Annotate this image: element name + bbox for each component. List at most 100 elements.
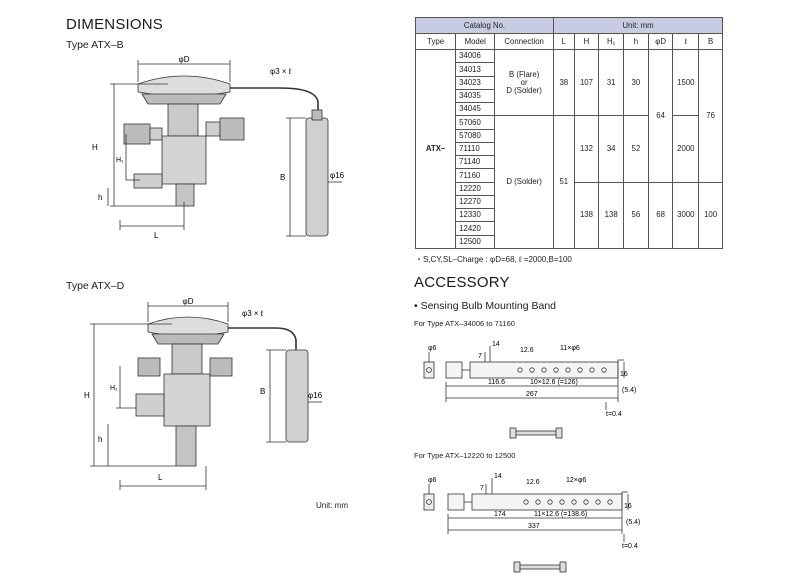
model-cell: 12270 [455, 194, 496, 210]
valve-atx-b-drawing: φD φ3 × ℓ H H₁ h L B φ16 [92, 55, 345, 240]
phi3l-label: φ3 × ℓ [270, 67, 292, 76]
type-col-header: Type [414, 33, 457, 50]
connection-line: B (Flare) [508, 69, 540, 79]
accessory-item: • Sensing Bulb Mounting Band [414, 300, 557, 312]
unit-header: Unit: mm [553, 17, 723, 34]
L-cell: 38 [553, 48, 575, 117]
band1-for-label: For Type ATX–34006 to 71160 [414, 319, 515, 328]
l-cell: 3000 [672, 181, 700, 250]
t-label: t=0.4 [606, 411, 622, 418]
H-label: H [92, 143, 98, 152]
connection-flare-cell: B (Flare) or D (Solder) [494, 48, 554, 117]
B-col-header: B [698, 33, 723, 50]
d174-label: 174 [494, 511, 506, 518]
model-cell: 12220 [455, 181, 496, 196]
L-label: L [154, 231, 159, 240]
d7-label: 7 [480, 485, 484, 492]
connection-line: or [520, 77, 528, 87]
catalog-footnote: ・S,CY,SL–Charge : φD=68, ℓ =2000,B=100 [415, 255, 572, 264]
model-cell: 71110 [455, 141, 496, 157]
l-cell: 2000 [672, 115, 700, 183]
model-cell: 34023 [455, 75, 496, 90]
connection-line: D (Solder) [506, 85, 542, 95]
type-atx-d-label: Type ATX–D [66, 280, 125, 292]
catalog-no-header: Catalog No. [415, 17, 554, 34]
phiD-col-header: φD [647, 33, 674, 50]
h-label: h [98, 193, 102, 202]
model-cell: 57080 [455, 128, 496, 143]
phiD-cell: 68 [647, 181, 674, 250]
d14-label: 14 [492, 341, 500, 348]
d337-label: 337 [528, 523, 540, 530]
l-cell: 1500 [672, 48, 700, 117]
accessory-title: ACCESSORY [414, 274, 510, 291]
phi16-label: φ16 [308, 391, 323, 400]
h-col-header: h [623, 33, 649, 50]
d16-label: 16 [620, 371, 628, 378]
d7-label: 7 [478, 353, 482, 360]
model-cell: 57060 [455, 115, 496, 130]
d16-label: 16 [624, 503, 632, 510]
t-label: t=0.4 [622, 543, 638, 550]
H1-label: H₁ [110, 385, 118, 392]
l-col-header: ℓ [672, 33, 700, 50]
phiD-cell: 64 [647, 49, 674, 183]
L-cell: 51 [553, 115, 575, 249]
H1-label: H₁ [116, 157, 124, 164]
unit-label: Unit: mm [316, 501, 348, 510]
H-cell: 132 [573, 115, 600, 183]
L-col-header: L [553, 33, 575, 50]
B-cell: 76 [698, 49, 723, 183]
dimensions-title: DIMENSIONS [66, 16, 164, 33]
d14-label: 14 [494, 473, 502, 480]
model-cell: 71140 [455, 155, 496, 170]
span-label: 11×12.6 (=138.6) [534, 511, 587, 518]
h-label: h [98, 435, 102, 444]
holes-label: 12×φ6 [566, 477, 586, 484]
phi6-label: φ6 [428, 477, 437, 484]
H1-col-header: H₁ [598, 33, 625, 50]
model-cell: 12420 [455, 221, 496, 236]
connection-col-header: Connection [494, 33, 554, 50]
h-cell: 56 [623, 181, 649, 250]
phi3l-label: φ3 × ℓ [242, 309, 264, 318]
phi16-label: φ16 [330, 171, 345, 180]
d267-label: 267 [526, 391, 538, 398]
H-cell: 138 [573, 181, 600, 250]
H1-cell: 138 [598, 181, 625, 250]
band1-drawing: φ6 14 7 12.6 11×φ6 116.6 10×12.6 (=126) … [423, 341, 636, 439]
model-cell: 12500 [455, 234, 496, 250]
B-label: B [280, 173, 285, 182]
H1-cell: 31 [598, 48, 625, 117]
connection-solder-cell: D (Solder) [494, 115, 554, 249]
model-cell: 12330 [455, 208, 496, 223]
valve-atx-d-drawing: φD φ3 × ℓ H H₁ h L B φ16 [84, 297, 323, 490]
h-cell: 30 [623, 48, 649, 117]
type-atx-b-label: Type ATX–B [66, 39, 124, 51]
d54-label: (5.4) [622, 387, 636, 394]
type-cell: ATX– [414, 49, 457, 249]
d1166-label: 116.6 [488, 379, 505, 386]
d54-label: (5.4) [626, 519, 640, 526]
model-cell: 34006 [455, 48, 496, 64]
d126-label: 12.6 [520, 347, 534, 354]
catalog-table: Catalog No. Unit: mm Type Model Connecti… [414, 17, 723, 250]
phiD-label: φD [183, 297, 194, 306]
holes-label: 11×φ6 [560, 345, 580, 352]
h-cell: 52 [623, 115, 649, 183]
span-label: 10×12.6 (=126) [530, 379, 578, 386]
H-col-header: H [573, 33, 600, 50]
model-cell: 71160 [455, 168, 496, 183]
band2-for-label: For Type ATX–12220 to 12500 [414, 451, 516, 460]
model-cell: 34035 [455, 88, 496, 104]
B-cell: 100 [698, 181, 723, 250]
H-cell: 107 [573, 48, 600, 117]
B-label: B [260, 387, 265, 396]
phiD-label: φD [179, 55, 190, 64]
phi6-label: φ6 [428, 345, 437, 352]
model-col-header: Model [455, 33, 496, 50]
model-cell: 34013 [455, 62, 496, 77]
H-label: H [84, 391, 90, 400]
L-label: L [158, 473, 163, 482]
d126-label: 12.6 [526, 479, 540, 486]
